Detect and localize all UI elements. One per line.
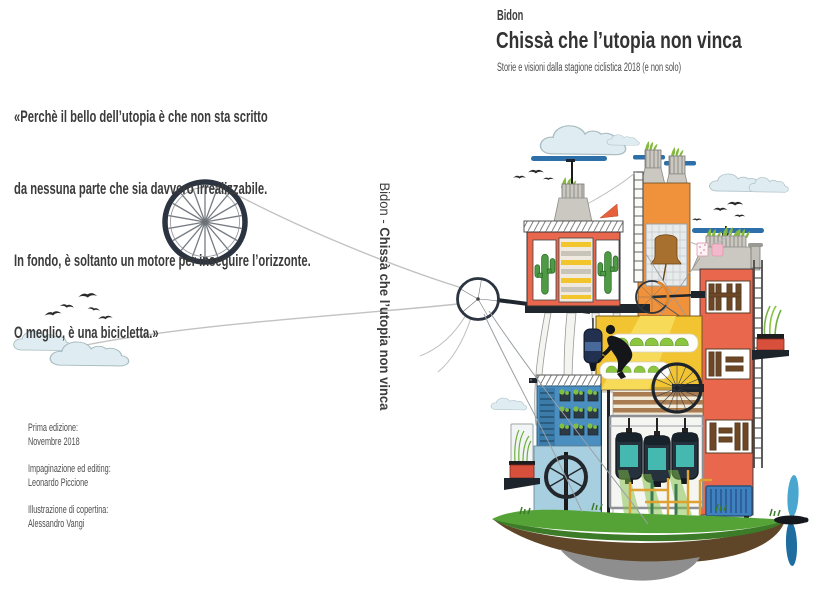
side-planter [752, 305, 789, 360]
rotor-blade [692, 228, 764, 233]
credit-edition: Prima edizione:Novembre 2018 [28, 422, 80, 448]
gondola-cabin [643, 418, 671, 487]
cover-subtitle: Storie e visioni dalla stagione ciclisti… [497, 62, 682, 74]
cactus-building [523, 156, 650, 431]
yellow-building [583, 315, 703, 393]
quote-line: da nessuna parte che sia davvero irreali… [14, 179, 268, 198]
credit-illustration: Illustrazione di copertina:Alessandro Va… [28, 504, 109, 530]
credit-editing: Impaginazione ed editing:Leonardo Piccio… [28, 463, 111, 489]
striped-shutters [558, 237, 594, 303]
quote-line: O meglio, è una bicicletta.» [14, 323, 159, 342]
quote-line: In fondo, è soltanto un motore per inseg… [14, 251, 311, 270]
shutter-window [705, 280, 751, 314]
shutter-window [705, 348, 751, 380]
brand-name: Bidon [497, 7, 524, 24]
back-cover-quote: «Perchè il bello dell’utopia è che non s… [14, 57, 311, 393]
colophon: Prima edizione:Novembre 2018 Impaginazio… [28, 421, 153, 544]
flag [599, 203, 619, 219]
radiator [705, 485, 753, 520]
front-cables [483, 310, 649, 525]
glass-planter [504, 423, 540, 490]
shutter-window [705, 419, 753, 454]
cables [85, 195, 472, 373]
gondola-cabin [671, 418, 699, 484]
pipes [618, 470, 712, 515]
cover-title: Chissà che l’utopia non vinca [496, 27, 742, 53]
bell-icon [650, 234, 682, 265]
cyclist [597, 324, 633, 379]
propeller [774, 475, 809, 566]
clothesline [689, 232, 732, 257]
big-wheel [651, 362, 704, 414]
bicycle-wheel [162, 179, 248, 265]
coral-tower [691, 226, 789, 516]
blue-building [529, 374, 602, 516]
plant-windows [559, 389, 599, 436]
spine-brand: Bidon - [377, 182, 393, 228]
gondola-cabin [615, 418, 643, 484]
ladder [753, 260, 763, 468]
floating-island [492, 502, 786, 581]
bell-window [645, 223, 688, 287]
bell-tower [541, 141, 701, 339]
spine: Bidon - Chissà che l’utopia non vinca [361, 168, 409, 410]
spine-title: Chissà che l’utopia non vinca [377, 227, 393, 411]
bidon-bottle [583, 318, 603, 371]
ladder [633, 171, 644, 283]
quote-line: «Perchè il bello dell’utopia è che non s… [14, 107, 268, 126]
